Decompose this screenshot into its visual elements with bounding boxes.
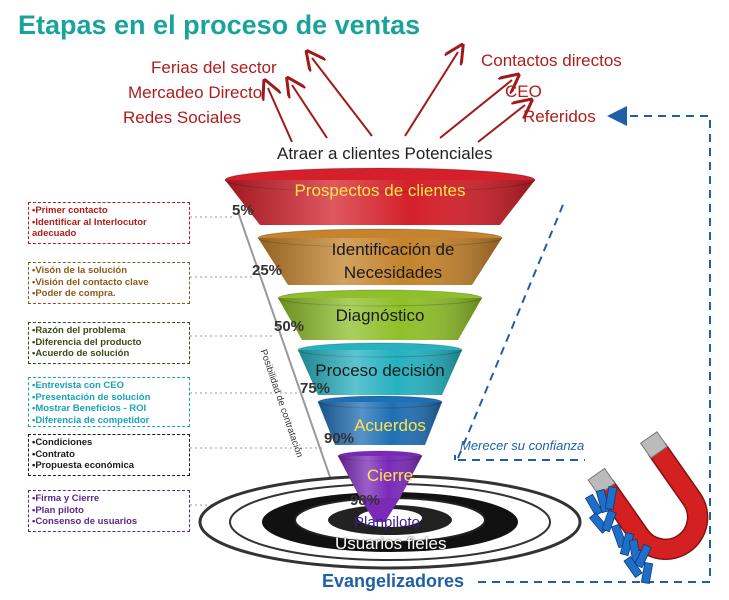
loop-line-diag (457, 199, 566, 459)
note-box: •Entrevista con CEO•Presentación de solu… (28, 377, 190, 427)
funnel-stage-diagnosis (277, 289, 483, 340)
stage-label-prospects: Prospectos de clientes (294, 181, 466, 200)
arrow-contactos (404, 52, 458, 137)
arrow-ceo (439, 80, 512, 139)
stage-percent: 90% (324, 430, 355, 447)
note-item: •Diferencia del producto (32, 336, 142, 348)
stage-label-decision: Proceso decisión (315, 361, 445, 380)
note-item: •Identificar al Interlocutor adecuado (32, 216, 147, 240)
source-label: Redes Sociales (123, 108, 242, 127)
source-label: Referidos (523, 107, 596, 126)
stage-percent: 75% (300, 380, 331, 397)
arrow-mercadeo (292, 85, 328, 139)
funnel-stage-needs (257, 228, 503, 285)
source-label: Contactos directos (481, 51, 622, 70)
funnel-stage-decision (297, 342, 463, 395)
page-title: Etapas en el proceso de ventas (18, 10, 421, 40)
target-rings (198, 474, 582, 570)
source-label: Ferias del sector (151, 58, 277, 77)
note-item: •Poder de compra. (32, 288, 116, 299)
note-item: •Contrato (32, 448, 75, 460)
note-item: •Mostrar Beneficios - ROI (32, 403, 147, 414)
source-label: Mercadeo Directo (128, 83, 263, 102)
note-item: •Visión del contacto clave (32, 276, 149, 288)
note-box: •Firma y Cierre•Plan piloto•Consenso de … (28, 490, 190, 532)
note-box: •Razón del problema•Diferencia del produ… (28, 322, 190, 364)
note-item: •Acuerdo de solución (32, 348, 130, 359)
stage-label-diagnosis: Diagnóstico (335, 306, 425, 325)
note-item: •Entrevista con CEO (32, 380, 125, 391)
note-box: •Visón de la solución•Visión del contact… (28, 262, 190, 304)
probability-arrow (237, 211, 345, 510)
stage-percent: 5% (232, 202, 254, 219)
stage-label-closing: Cierre (366, 466, 414, 485)
arrow-redes (312, 58, 373, 137)
loyal-users-label: Usuarios fieles (335, 534, 447, 553)
note-item: •Plan piloto (32, 504, 84, 516)
stage-percent: 25% (252, 262, 283, 279)
note-item: •Primer contacto (32, 205, 108, 216)
note-item: •Propuesta económica (32, 460, 135, 471)
arrow-referidos (477, 105, 525, 143)
note-item: •Consenso de usuarios (32, 516, 138, 527)
sales-funnel (224, 167, 536, 522)
note-item: •Condiciones (32, 437, 93, 448)
funnel-stage-agreements (317, 395, 443, 445)
funnel-stage-closing (337, 450, 423, 522)
arrow-ferias (268, 88, 293, 143)
stage-label-needs: Identificación de Necesidades (331, 240, 455, 282)
magnet-icon (585, 431, 709, 585)
evangelists-label: Evangelizadores (322, 571, 465, 591)
note-box: •Primer contacto•Identificar al Interloc… (28, 202, 190, 244)
stage-label-agreements: Acuerdos (354, 416, 426, 435)
loop-line-right (478, 106, 711, 583)
trust-label: Merecer su confianza (460, 438, 585, 453)
note-item: •Razón del problema (32, 325, 126, 336)
note-item: •Presentación de solución (32, 391, 151, 403)
pilot-label: Planpiloto (354, 514, 420, 531)
attract-label: Atraer a clientes Potenciales (277, 144, 493, 163)
note-box: •Condiciones•Contrato•Propuesta económic… (28, 434, 190, 476)
note-item: •Firma y Cierre (32, 493, 100, 504)
source-label: CEO (505, 82, 542, 101)
funnel-stage-prospects (224, 167, 536, 225)
note-item: •Diferencia de competidor (32, 414, 150, 426)
note-item: •Visón de la solución (32, 265, 128, 276)
stage-percent: 50% (274, 318, 305, 335)
stage-percent: 98% (350, 492, 381, 509)
